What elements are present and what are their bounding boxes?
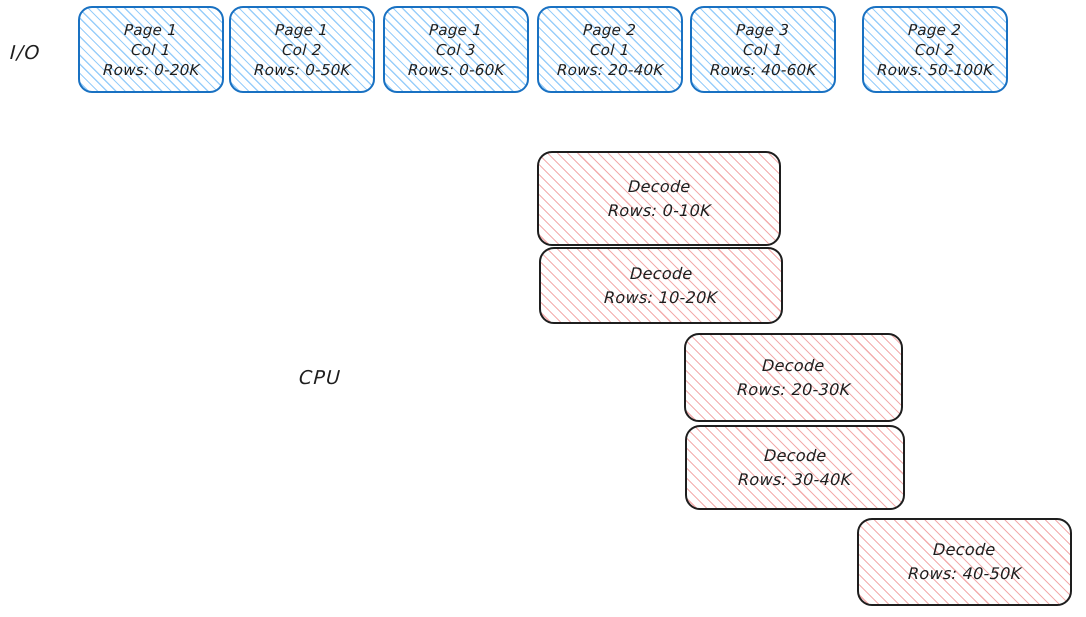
decode-block-op: Decode xyxy=(761,355,826,375)
decode-block[interactable]: Decode Rows: 0-10K xyxy=(537,151,781,246)
io-block-col: Col 1 xyxy=(130,40,172,59)
io-block-page: Page 1 xyxy=(123,20,179,39)
io-block-col: Col 1 xyxy=(589,40,631,59)
io-block-page: Page 2 xyxy=(582,20,638,39)
io-block-page: Page 3 xyxy=(735,20,791,39)
decode-block-rows: Rows: 20-30K xyxy=(736,379,851,399)
io-block[interactable]: Page 1 Col 1 Rows: 0-20K xyxy=(78,6,224,93)
io-block-rows: Rows: 50-100K xyxy=(876,60,994,79)
decode-block-rows: Rows: 0-10K xyxy=(607,200,711,220)
io-block-page: Page 2 xyxy=(907,20,963,39)
io-block[interactable]: Page 2 Col 1 Rows: 20-40K xyxy=(537,6,683,93)
io-block[interactable]: Page 1 Col 3 Rows: 0-60K xyxy=(383,6,529,93)
decode-block-op: Decode xyxy=(627,176,691,196)
decode-block-op: Decode xyxy=(763,445,827,465)
decode-block-rows: Rows: 40-50K xyxy=(907,564,1022,583)
decode-block[interactable]: Decode Rows: 10-20K xyxy=(539,247,783,324)
decode-block[interactable]: Decode Rows: 20-30K xyxy=(684,333,903,422)
decode-block-op: Decode xyxy=(629,263,693,283)
lane-label-io: I/O xyxy=(9,42,42,64)
io-block-col: Col 2 xyxy=(281,40,323,59)
decode-block-op: Decode xyxy=(932,540,997,559)
io-block[interactable]: Page 3 Col 1 Rows: 40-60K xyxy=(690,6,836,93)
io-block-rows: Rows: 0-50K xyxy=(253,60,351,79)
io-block-page: Page 1 xyxy=(428,20,484,39)
io-block-rows: Rows: 20-40K xyxy=(556,60,664,79)
io-block-col: Col 2 xyxy=(914,40,956,59)
decode-block[interactable]: Decode Rows: 40-50K xyxy=(857,518,1072,606)
io-block-rows: Rows: 0-60K xyxy=(407,60,505,79)
lane-label-cpu: CPU xyxy=(298,367,342,389)
io-block[interactable]: Page 2 Col 2 Rows: 50-100K xyxy=(862,6,1008,93)
io-block-page: Page 1 xyxy=(274,20,330,39)
io-block-rows: Rows: 0-20K xyxy=(102,60,200,79)
io-block-col: Col 3 xyxy=(435,40,477,59)
io-block[interactable]: Page 1 Col 2 Rows: 0-50K xyxy=(229,6,375,93)
decode-block-rows: Rows: 10-20K xyxy=(603,287,719,307)
io-block-col: Col 1 xyxy=(742,40,784,59)
io-block-rows: Rows: 40-60K xyxy=(709,60,817,79)
decode-block[interactable]: Decode Rows: 30-40K xyxy=(685,425,905,510)
decode-block-rows: Rows: 30-40K xyxy=(737,469,853,489)
